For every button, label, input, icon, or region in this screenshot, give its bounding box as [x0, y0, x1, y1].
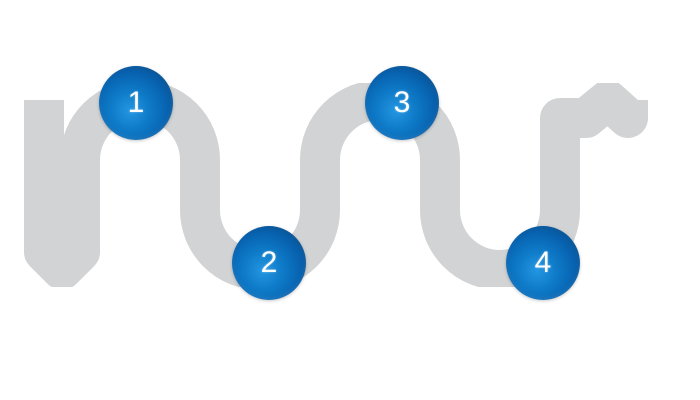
- step-node-4[interactable]: 4: [506, 226, 580, 300]
- step-node-3[interactable]: 3: [365, 66, 439, 140]
- sphere-gradient-fill: [506, 226, 580, 300]
- step-node-label: 3: [393, 86, 411, 119]
- sphere-gradient-fill: [232, 226, 306, 300]
- sphere-gradient-fill: [365, 66, 439, 140]
- sphere-gradient-fill: [99, 66, 173, 140]
- step-node-label: 1: [127, 86, 145, 119]
- step-node-1[interactable]: 1: [99, 66, 173, 140]
- step-node-label: 4: [534, 246, 552, 279]
- step-node-label: 2: [260, 246, 278, 279]
- step-node-2[interactable]: 2: [232, 226, 306, 300]
